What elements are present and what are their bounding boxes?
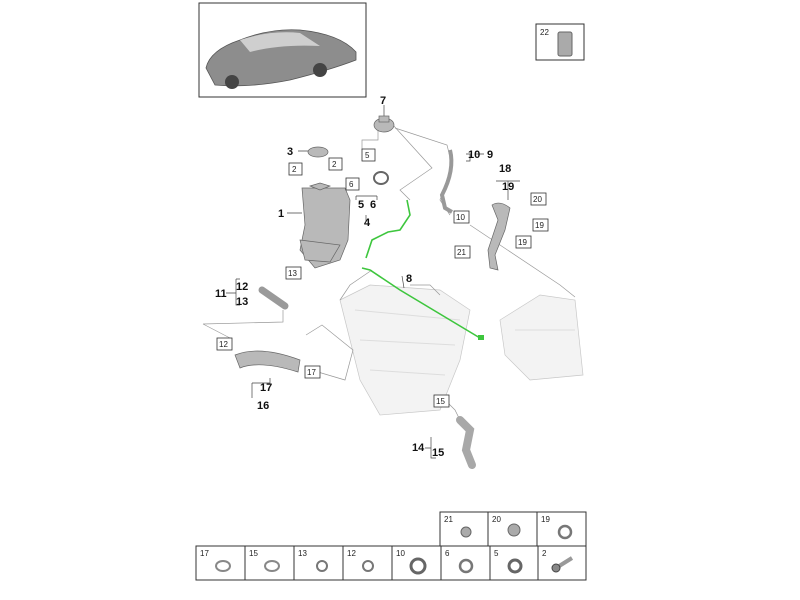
hose-12[interactable] [258,286,289,310]
table-cell[interactable]: 12 [342,545,393,581]
part-number-label: 14 [412,442,425,454]
vehicle-thumbnail[interactable] [198,2,367,98]
coolant-reservoir[interactable] [299,182,351,269]
vent-hose[interactable] [439,149,454,214]
part-number-label: 5 [365,151,370,160]
table-cell[interactable]: 13 [293,545,344,581]
part-number-label: 1 [278,208,284,220]
part-number-label: 12 [347,549,356,558]
part-number-label: 2 [292,165,297,174]
part-number-label: 5 [494,549,499,558]
coolant-hose-highlighted[interactable] [361,267,481,339]
table-cell[interactable]: 15 [244,545,295,581]
part-number-label: 12 [219,340,228,349]
part-number-label: 9 [487,149,493,161]
part-number-label: 17 [307,368,316,377]
part-number-label: 6 [445,549,450,558]
reservoir-cap[interactable] [307,146,329,158]
part-number-label: 19 [518,238,527,247]
part-number-label: 13 [288,269,297,278]
part-number-label: 13 [298,549,307,558]
table-cell[interactable]: 10 [391,545,442,581]
table-cell[interactable]: 2 [537,545,587,581]
parts-table: 21 20 19 17 15 13 12 10 6 5 2 [195,511,587,581]
part-number-label: 21 [457,248,466,257]
table-cell[interactable]: 20 [487,511,538,547]
part-number-label: 20 [533,195,542,204]
boxed-labels: 2 2 5 6 10 13 20 19 19 21 12 17 15 [216,148,549,408]
leader-lines [202,105,576,459]
expansion-valve[interactable] [373,115,395,133]
table-cell[interactable]: 21 [439,511,489,547]
part-number-label: 10 [468,149,480,161]
part-number-label: 10 [456,213,465,222]
part-number-label: 20 [492,515,501,524]
part-number-label: 6 [370,199,376,211]
engine-block [339,284,584,416]
part-number-label: 8 [406,273,412,285]
part-number-label: 13 [236,296,248,308]
part-number-label: 17 [260,382,272,394]
part-number-label: 4 [364,217,371,229]
kit-22-box[interactable]: 22 [535,23,585,61]
part-number-label: 18 [499,163,511,175]
table-cell[interactable]: 6 [440,545,491,581]
part-number-label: 16 [257,400,269,412]
hose-16[interactable] [234,350,301,373]
part-number-label: 3 [287,146,293,158]
part-number-label: 19 [502,181,514,193]
part-number-label: 15 [436,397,445,406]
part-number-label: 6 [349,180,354,189]
part-number-label: 10 [396,549,405,558]
part-number-label: 15 [249,549,258,558]
part-number-label: 21 [444,515,453,524]
part-number-label: 15 [432,447,444,459]
part-number-label: 5 [358,199,364,211]
fluid-bottle-icon [557,31,573,57]
part-number-label: 2 [332,160,337,169]
part-number-label: 12 [236,281,248,293]
table-cell[interactable]: 17 [195,545,246,581]
hose-14[interactable] [456,416,476,469]
callout-numbers: 7 3 1 5 6 4 10 9 18 19 8 11 12 13 17 16 … [215,95,514,459]
table-row-bottom: 17 15 13 12 10 6 5 2 [195,545,587,581]
part-number-label: 19 [541,515,550,524]
part-number-label: 19 [535,221,544,230]
hose-clamp[interactable] [373,171,389,185]
coolant-pipe-assembly[interactable] [487,202,511,271]
table-cell[interactable]: 19 [536,511,587,547]
kit-22-label: 22 [540,28,549,37]
part-number-label: 17 [200,549,209,558]
table-cell[interactable]: 5 [489,545,539,581]
part-number-label: 7 [380,95,386,107]
part-number-label: 2 [542,549,547,558]
part-number-label: 11 [215,288,227,300]
